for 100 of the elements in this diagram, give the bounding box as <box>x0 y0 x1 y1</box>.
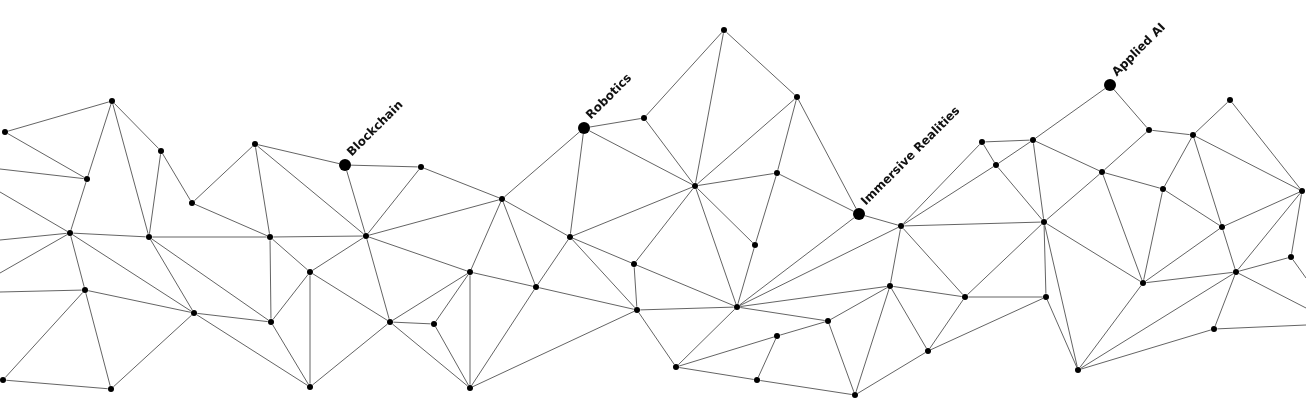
link-line <box>967 296 1044 298</box>
link-line <box>5 379 109 390</box>
link-line <box>1224 191 1300 227</box>
node-dot <box>1029 136 1037 144</box>
link-line <box>1292 259 1306 279</box>
node-dot <box>386 318 394 326</box>
node-dot <box>1 128 9 136</box>
link-line <box>312 323 388 386</box>
link-line <box>759 380 853 395</box>
node-dot <box>498 195 506 203</box>
node-dot <box>0 376 7 384</box>
link-line <box>70 181 87 231</box>
node-dot <box>773 169 781 177</box>
link-line <box>983 144 995 163</box>
link-line <box>471 289 535 386</box>
link-line <box>1104 172 1161 189</box>
node-dot <box>466 384 474 392</box>
node-dot <box>306 268 314 276</box>
link-line <box>272 235 364 238</box>
node-dot <box>1139 279 1147 287</box>
node-dot <box>1226 96 1234 104</box>
link-line <box>7 101 110 132</box>
link-line <box>1238 273 1306 309</box>
link-line <box>312 237 364 271</box>
link-line <box>350 164 419 168</box>
link-line <box>423 167 500 199</box>
link-line <box>366 238 390 320</box>
link-line <box>739 286 888 307</box>
link-line <box>635 188 694 262</box>
link-line <box>1291 193 1302 255</box>
link-line <box>830 287 888 320</box>
link-line <box>696 187 754 244</box>
link-line <box>346 170 366 234</box>
link-line <box>1214 274 1236 327</box>
node-dot <box>1287 253 1295 261</box>
link-line <box>828 323 855 393</box>
node-dot <box>251 140 259 148</box>
link-line <box>997 167 1043 220</box>
node-dot <box>107 385 115 393</box>
link-line <box>903 166 994 225</box>
link-line <box>777 99 797 171</box>
node-dot <box>851 391 859 399</box>
node-dot <box>1098 168 1106 176</box>
node-dot <box>672 363 680 371</box>
link-line <box>998 141 1031 164</box>
link-line <box>72 234 192 312</box>
link-line <box>257 144 340 165</box>
node-dot <box>773 332 781 340</box>
link-line <box>502 201 536 285</box>
link-line <box>87 103 112 177</box>
link-line <box>967 223 1042 296</box>
link-line <box>1145 228 1220 282</box>
link-line <box>272 238 308 271</box>
link-line <box>697 173 775 186</box>
link-line <box>1164 137 1192 187</box>
link-line <box>469 274 471 386</box>
link-line <box>0 234 68 274</box>
link-line <box>196 313 269 322</box>
node-dot <box>897 222 905 230</box>
link-line <box>779 174 855 212</box>
link-line <box>255 146 270 235</box>
link-line <box>504 200 568 236</box>
link-line <box>309 274 311 385</box>
link-line <box>272 324 309 385</box>
link-line <box>890 228 901 284</box>
link-line <box>929 299 964 349</box>
link-line <box>697 98 795 185</box>
link-line <box>1145 272 1234 283</box>
link-line <box>194 203 268 237</box>
link-line <box>1238 257 1289 272</box>
link-line <box>737 247 755 305</box>
link-line <box>726 31 795 96</box>
node-dot <box>466 268 474 276</box>
node-dot <box>566 233 574 241</box>
link-line <box>892 286 963 297</box>
node-dot <box>81 286 89 294</box>
node-dot <box>978 138 986 146</box>
node-dot <box>753 376 761 384</box>
node-dot <box>157 147 165 155</box>
node-dot <box>266 233 274 241</box>
node-dot <box>532 283 540 291</box>
link-line <box>368 199 500 236</box>
node-dot <box>720 26 728 34</box>
node-dot <box>362 232 370 240</box>
node-dot <box>1298 187 1306 195</box>
link-line <box>1165 190 1220 226</box>
link-line <box>1080 273 1234 369</box>
link-line <box>1222 229 1236 270</box>
link-line <box>1102 174 1143 281</box>
node-dot <box>633 306 641 314</box>
link-line <box>112 103 149 235</box>
link-line <box>1035 88 1106 139</box>
node-dot <box>640 114 648 122</box>
link-line <box>1113 89 1148 128</box>
link-line <box>392 321 432 325</box>
link-line <box>633 266 638 308</box>
link-line <box>1046 223 1141 282</box>
link-line <box>1237 193 1301 270</box>
link-line <box>1195 136 1300 190</box>
link-line <box>1143 191 1163 281</box>
